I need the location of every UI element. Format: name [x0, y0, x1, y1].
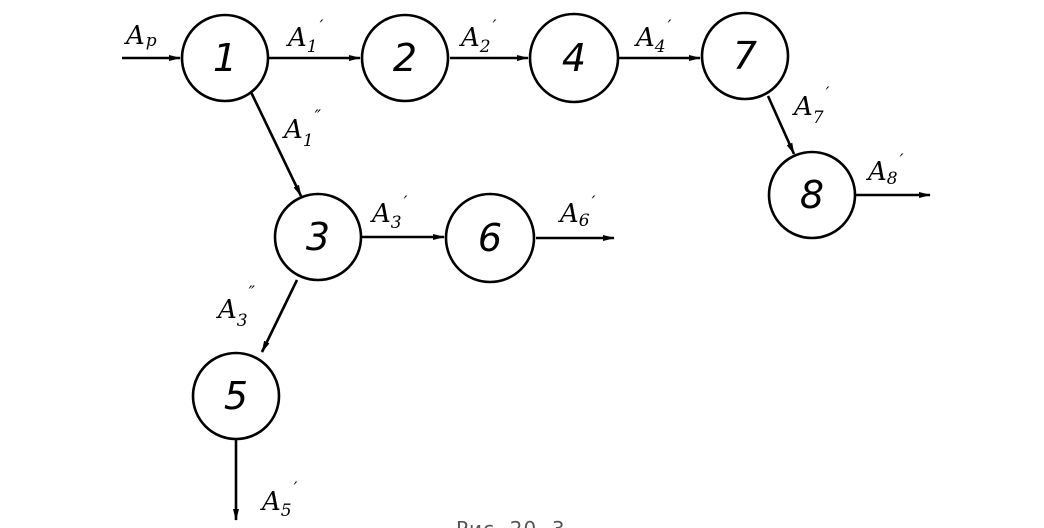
node-4-label: 4: [562, 36, 586, 80]
edge-3-5: [260, 279, 299, 353]
node-5: 5: [191, 351, 281, 441]
edge-label-3-5: A3″: [216, 283, 256, 331]
node-2: 2: [360, 13, 450, 103]
node-5-label: 5: [224, 374, 248, 418]
edge-label-5-output: A5′: [260, 479, 298, 521]
figure-caption: Рис. 20. 3: [456, 517, 566, 528]
edge-label-3-6: A3′: [370, 193, 408, 233]
edge-label-2-4: A2′: [459, 17, 497, 57]
edge-label-1-3: A1″: [282, 107, 322, 151]
edge-label-8-output: A8′: [866, 151, 904, 189]
node-1-label: 1: [213, 36, 237, 80]
node-1: 1: [180, 13, 270, 103]
node-3-label: 3: [306, 215, 330, 259]
edge-label-1-2: A1′: [286, 17, 324, 57]
node-6-label: 6: [478, 216, 502, 260]
edge-label-input-1: Ap: [124, 21, 157, 51]
node-8-label: 8: [800, 173, 824, 217]
edge-label-4-7: A4′: [634, 17, 672, 57]
edge-7-8: [766, 95, 796, 155]
node-2-label: 2: [393, 36, 417, 80]
node-8: 8: [767, 150, 857, 240]
node-7: 7: [700, 11, 790, 101]
node-6: 6: [444, 192, 536, 284]
edge-label-6-output: A6′: [558, 193, 596, 231]
edge-label-7-8: A7′: [792, 84, 830, 128]
node-7-label: 7: [733, 34, 757, 78]
edge-1-3: [249, 91, 303, 197]
node-3: 3: [273, 192, 363, 282]
node-4: 4: [528, 12, 620, 104]
